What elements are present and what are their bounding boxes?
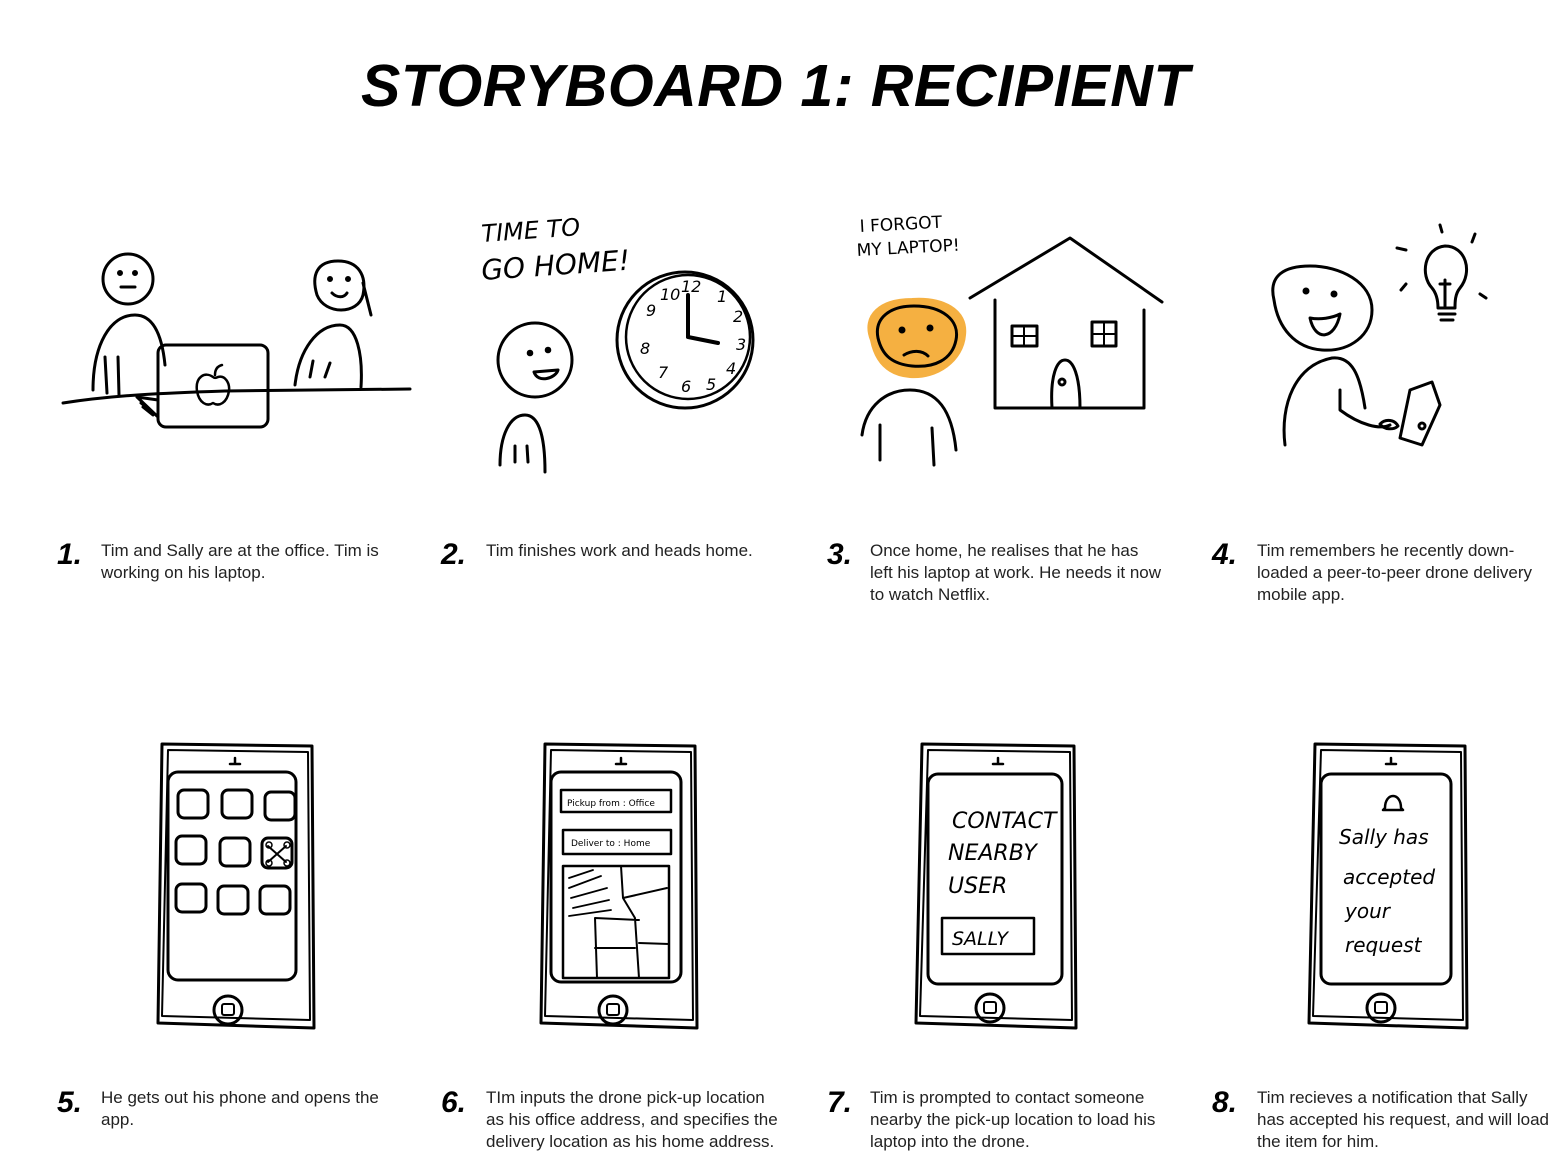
sad-face-icon: [867, 297, 967, 379]
map-icon: [561, 864, 671, 980]
panel-3-caption: Once home, he realises that he has left …: [870, 541, 1162, 604]
panel-1-number: 1.: [57, 538, 83, 571]
svg-text:accepted: accepted: [1343, 865, 1435, 889]
laptop-icon: [156, 343, 270, 429]
svg-text:request: request: [1345, 933, 1423, 957]
panel-5-number: 5.: [57, 1086, 83, 1119]
speech-line-1: I FORGOT: [859, 213, 943, 237]
panel-2-number: 2.: [441, 538, 467, 571]
svg-text:CONTACT: CONTACT: [952, 809, 1058, 834]
svg-text:5: 5: [706, 375, 716, 394]
speech-line-1: TIME TO: [480, 213, 581, 248]
deliver-field: [561, 828, 673, 856]
clock-scene-sketch: TIME TO GO HOME! 12 1 2 3 4 5 6 7 8 9 10: [470, 210, 770, 480]
panel-8-number: 8.: [1212, 1086, 1238, 1119]
panel-4-number: 4.: [1212, 538, 1238, 571]
panel-2-caption: Tim finishes work and heads home.: [486, 541, 753, 560]
page-title: STORYBOARD 1: RECIPIENT: [361, 53, 1190, 119]
svg-text:1: 1: [717, 287, 727, 306]
svg-text:SALLY: SALLY: [952, 928, 1009, 950]
svg-text:Deliver to : Home: Deliver to : Home: [571, 839, 651, 849]
svg-text:your: your: [1344, 899, 1392, 923]
app-grid: [174, 788, 297, 916]
phone-notification-screen-sketch: Sally has accepted your request: [1305, 738, 1475, 1038]
phone-map-screen-sketch: Pickup from : Office Deliver to : Home: [535, 738, 705, 1038]
sally-contact-button: [940, 916, 1036, 956]
svg-text:Pickup from : Office: Pickup from : Office: [567, 799, 655, 809]
lightbulb-icon: [1423, 244, 1469, 310]
pickup-field: [559, 788, 673, 814]
tim-head-icon: [101, 252, 155, 306]
house-scene-sketch: I FORGOT MY LAPTOP!: [852, 210, 1172, 480]
phone-contact-screen-sketch: CONTACT NEARBY USER SALLY: [912, 738, 1082, 1038]
tim-head-icon: [496, 321, 574, 399]
phone-icon: [1398, 380, 1442, 447]
svg-text:6: 6: [681, 377, 691, 396]
panel-1-caption: Tim and Sally are at the office. Tim is …: [101, 541, 379, 582]
speech-line-2: MY LAPTOP!: [856, 236, 960, 261]
sally-head-icon: [313, 259, 366, 312]
drone-app-icon: [260, 836, 294, 870]
phone-home-screen-sketch: [150, 738, 320, 1038]
bell-icon: [1381, 794, 1405, 812]
svg-text:Sally has: Sally has: [1339, 825, 1429, 849]
svg-text:12: 12: [681, 277, 701, 296]
panel-6-caption: TIm inputs the drone pick-up location as…: [486, 1088, 778, 1151]
svg-text:4: 4: [726, 359, 736, 378]
office-scene-sketch: [55, 245, 415, 445]
panel-6-number: 6.: [441, 1086, 467, 1119]
panel-7-number: 7.: [827, 1086, 853, 1119]
panel-4-caption: Tim remembers he recently down-loaded a …: [1257, 541, 1533, 604]
panel-8-caption: Tim recieves a notification that Sally h…: [1257, 1088, 1550, 1151]
panel-7-caption: Tim is prompted to contact someone nearb…: [870, 1088, 1156, 1151]
svg-text:9: 9: [646, 301, 656, 320]
svg-text:NEARBY: NEARBY: [948, 841, 1038, 866]
house-icon: [968, 236, 1164, 304]
tim-head-icon: [1271, 264, 1374, 352]
lightbulb-scene-sketch: [1260, 210, 1500, 460]
speech-line-2: GO HOME!: [480, 244, 631, 287]
svg-text:7: 7: [658, 363, 669, 382]
svg-text:2: 2: [733, 307, 743, 326]
clock-icon: [615, 270, 755, 410]
apple-logo-icon: [195, 373, 231, 406]
panel-5-caption: He gets out his phone and opens the app.: [101, 1088, 379, 1129]
svg-text:3: 3: [736, 335, 746, 354]
svg-text:10: 10: [660, 285, 680, 304]
svg-text:USER: USER: [948, 874, 1007, 899]
svg-text:8: 8: [640, 339, 650, 358]
panel-3-number: 3.: [827, 538, 853, 571]
